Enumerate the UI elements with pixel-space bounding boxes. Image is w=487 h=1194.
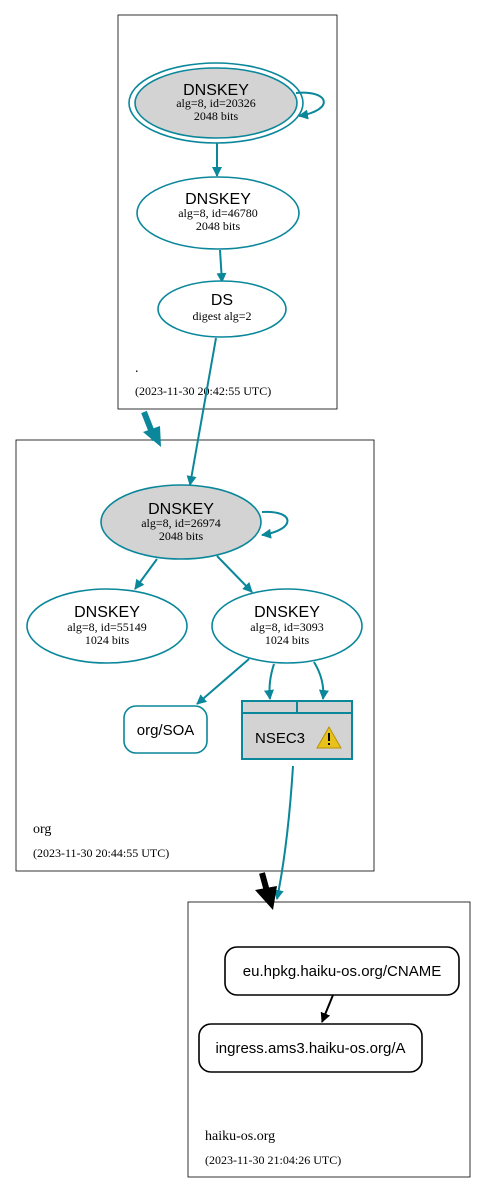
edge-delegation-org-to-haiku-head (255, 886, 277, 910)
node-root-zsk-line1: alg=8, id=46780 (178, 206, 258, 220)
node-org-ds[interactable]: DS digest alg=2 (157, 280, 287, 338)
zone-org-timestamp: (2023-11-30 20:44:55 UTC) (33, 846, 169, 860)
edge-nsec3-to-haiku (273, 765, 294, 900)
node-org-ds-line1: digest alg=2 (192, 309, 251, 323)
node-a-record-label: ingress.ams3.haiku-os.org/A (215, 1040, 405, 1057)
node-org-zsk2[interactable]: DNSKEY alg=8, id=3093 1024 bits (211, 588, 363, 664)
zone-org-name: org (33, 822, 51, 837)
node-org-zsk1-line2: 1024 bits (85, 633, 130, 647)
node-root-ksk[interactable]: DNSKEY alg=8, id=20326 2048 bits (128, 62, 304, 144)
zone-haiku-name: haiku-os.org (205, 1129, 275, 1144)
node-org-ksk-line2: 2048 bits (159, 529, 204, 543)
node-org-ksk-title: DNSKEY (148, 501, 214, 518)
edge-org-zsk2-to-nsec3-b (313, 661, 329, 700)
node-a-record[interactable]: ingress.ams3.haiku-os.org/A (198, 1023, 423, 1073)
edge-root-zsk-to-ds (216, 249, 227, 283)
node-root-ksk-line2: 2048 bits (194, 109, 239, 123)
node-root-ksk-title: DNSKEY (183, 82, 249, 99)
edge-org-zsk2-to-soa (196, 658, 250, 705)
zone-haiku-box (187, 901, 471, 1178)
edge-cname-to-a (320, 994, 334, 1023)
edge-org-ksk-self (261, 510, 289, 539)
node-cname[interactable]: eu.hpkg.haiku-os.org/CNAME (224, 946, 460, 996)
edge-root-ksk-self (295, 91, 325, 120)
node-org-soa-label: org/SOA (137, 722, 195, 739)
edge-org-ksk-to-zsk2 (216, 555, 253, 593)
node-nsec3-label: NSEC3 (255, 730, 305, 747)
zone-haiku-timestamp: (2023-11-30 21:04:26 UTC) (205, 1153, 341, 1167)
node-root-zsk[interactable]: DNSKEY alg=8, id=46780 2048 bits (136, 176, 300, 250)
edge-ds-to-org-ksk (186, 337, 217, 486)
warning-icon (316, 725, 342, 749)
node-org-soa[interactable]: org/SOA (123, 705, 208, 754)
node-root-ksk-line1: alg=8, id=20326 (176, 96, 256, 110)
edge-org-ksk-to-zsk1 (134, 558, 158, 590)
node-org-zsk1[interactable]: DNSKEY alg=8, id=55149 1024 bits (26, 588, 188, 664)
zone-root-timestamp: (2023-11-30 20:42:55 UTC) (135, 384, 271, 398)
node-org-ksk-line1: alg=8, id=26974 (141, 516, 221, 530)
node-org-zsk1-line1: alg=8, id=55149 (67, 620, 147, 634)
zone-org-box (15, 439, 375, 872)
zone-root-box (117, 14, 338, 410)
node-org-zsk2-line2: 1024 bits (265, 633, 310, 647)
node-org-ds-title: DS (211, 292, 233, 309)
node-org-ksk[interactable]: DNSKEY alg=8, id=26974 2048 bits (100, 484, 262, 560)
node-org-zsk2-line1: alg=8, id=3093 (250, 620, 324, 634)
node-org-zsk2-title: DNSKEY (254, 604, 320, 621)
node-root-zsk-title: DNSKEY (185, 191, 251, 208)
edge-org-zsk2-to-nsec3-a (263, 663, 275, 700)
edge-delegation-root-to-org-head (143, 426, 161, 447)
node-nsec3[interactable]: NSEC3 (241, 700, 353, 760)
node-org-zsk1-title: DNSKEY (74, 604, 140, 621)
node-cname-label: eu.hpkg.haiku-os.org/CNAME (243, 963, 441, 980)
node-root-zsk-line2: 2048 bits (196, 219, 241, 233)
zone-root-name: . (135, 361, 139, 376)
